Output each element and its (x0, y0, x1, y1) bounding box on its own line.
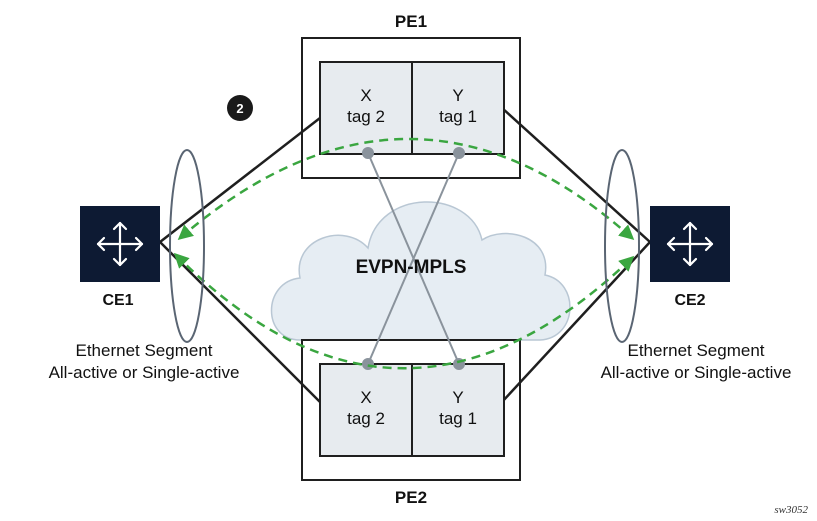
flow-upper (177, 137, 635, 241)
pe2-x-endpoint (362, 358, 374, 370)
pe1-y-endpoint (453, 147, 465, 159)
pe2-frame (301, 339, 521, 481)
ce1-ethernet-segment-ring (169, 149, 205, 343)
pe2-port-y-name: Y (452, 388, 463, 407)
ce2-ethernet-segment-ring (604, 149, 640, 343)
ce1-segment-line1: Ethernet Segment (75, 341, 212, 360)
pe1-port-y-name: Y (452, 86, 463, 105)
flow-lower (173, 252, 635, 370)
step-number: 2 (236, 101, 243, 116)
pe1-port-x-name: X (360, 86, 371, 105)
ce2-segment-line2: All-active or Single-active (601, 363, 792, 382)
link-ce1-pe1 (159, 117, 321, 243)
pe2-port-x-tag: tag 2 (347, 409, 385, 428)
router-arrows-icon (666, 221, 714, 267)
ce1-segment-line2: All-active or Single-active (49, 363, 240, 382)
pe1-port-y-tag: tag 1 (439, 107, 477, 126)
pe2-port-y-tag: tag 1 (439, 409, 477, 428)
ce2-segment-line1: Ethernet Segment (627, 341, 764, 360)
step-badge-circle (227, 95, 253, 121)
pe1-port-x-tag: tag 2 (347, 107, 385, 126)
ce1-label: CE1 (102, 292, 133, 309)
ce1-router: CE1 Ethernet Segment All-active or Singl… (49, 206, 240, 382)
ce2-router: CE2 Ethernet Segment All-active or Singl… (601, 206, 792, 382)
pe1-label: PE1 (395, 12, 427, 31)
router-arrows-icon (96, 221, 144, 267)
pe2-node: PE2 X tag 2 Y tag 1 (301, 339, 521, 507)
pe2-label: PE2 (395, 488, 427, 507)
pe1-frame (301, 37, 521, 179)
pe1-x-endpoint (362, 147, 374, 159)
traffic-flows (173, 137, 635, 370)
pe2-port-x-name: X (360, 388, 371, 407)
link-ce2-pe1 (501, 107, 651, 243)
ce2-label: CE2 (674, 292, 705, 309)
pe1-node: PE1 X tag 2 Y tag 1 (301, 12, 521, 179)
step-badge: 2 (227, 95, 253, 121)
cloud-label: EVPN-MPLS (356, 257, 467, 278)
figure-id: sw3052 (774, 504, 808, 516)
